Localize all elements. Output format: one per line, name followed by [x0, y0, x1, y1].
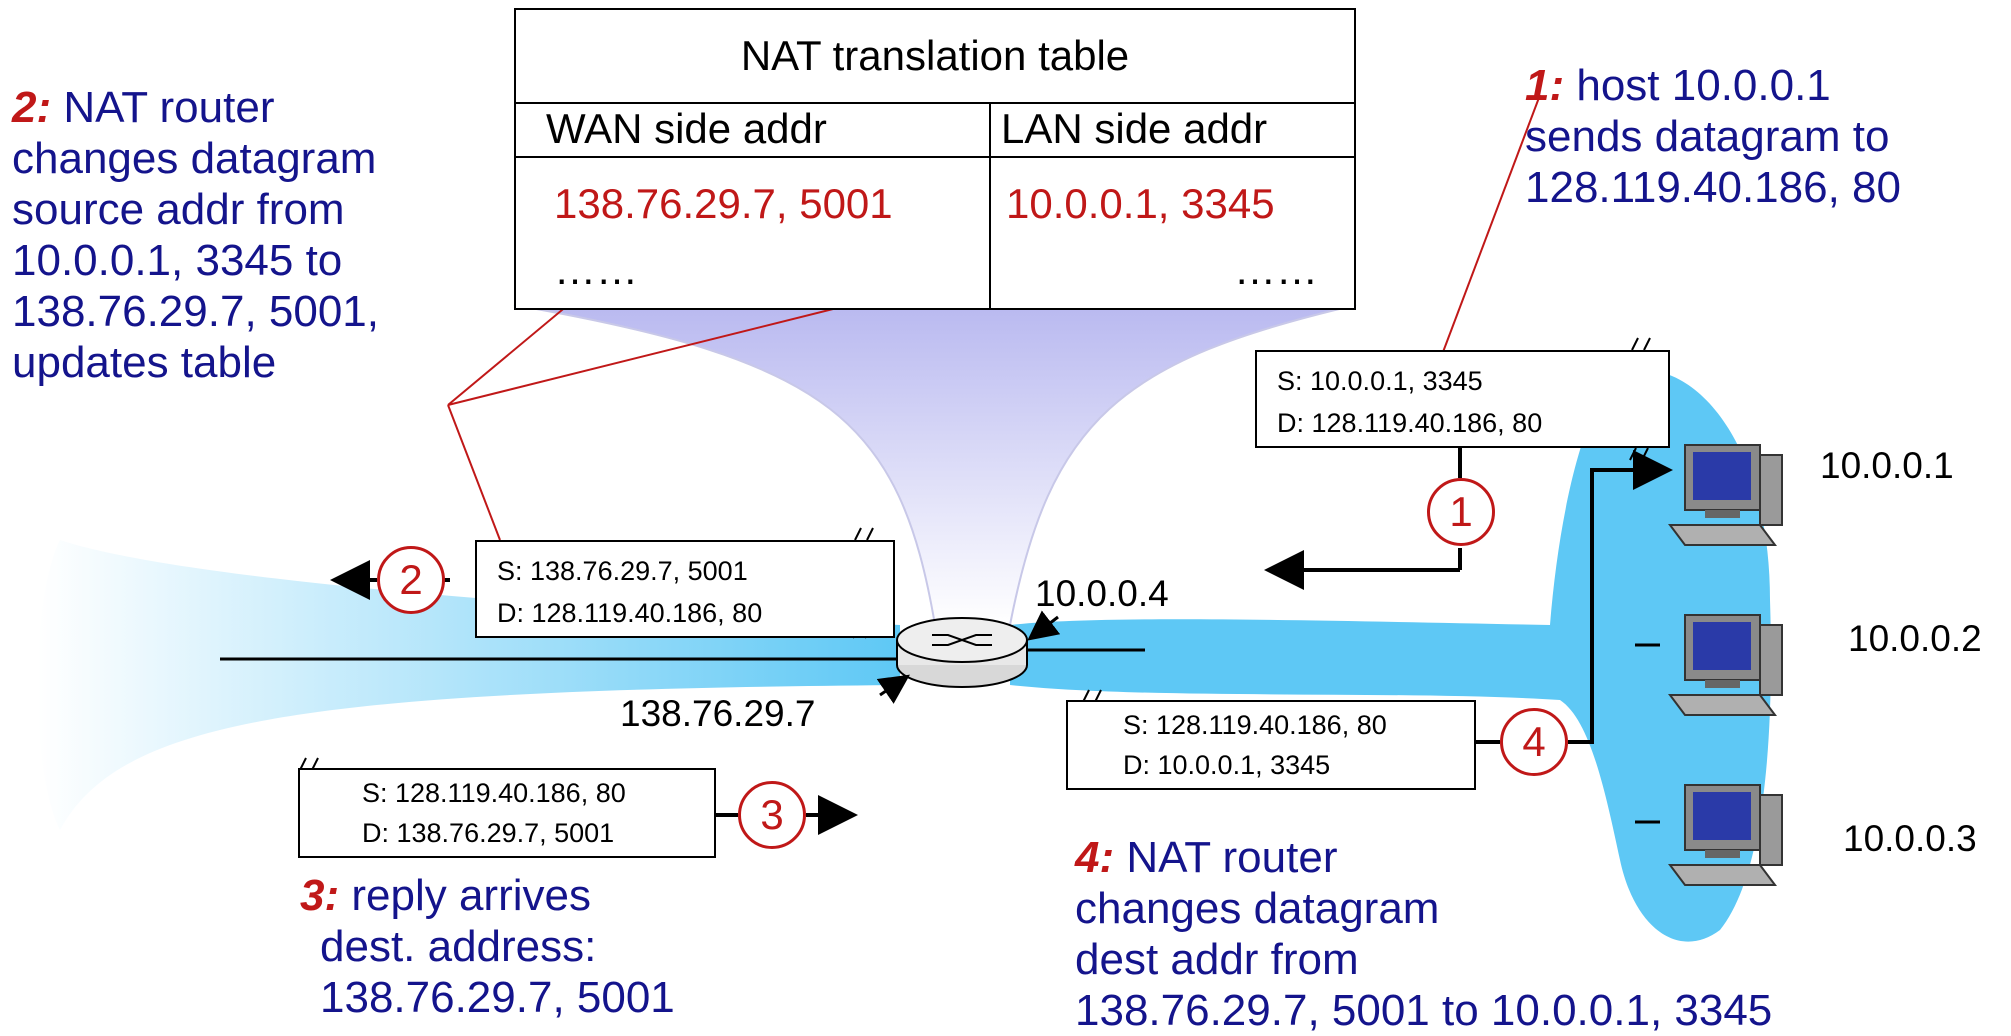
- host2-address: 10.0.0.2: [1848, 618, 1982, 659]
- step4-line: dest addr from: [1075, 935, 1359, 984]
- annotation-step2: 2: NAT router changes datagram source ad…: [12, 82, 379, 388]
- row1-lan: 10.0.0.1, 3345: [1006, 180, 1275, 227]
- datagram-2-source: S: 138.76.29.7, 5001: [497, 556, 748, 586]
- datagram-3-dest: D: 138.76.29.7, 5001: [362, 818, 615, 848]
- datagram-1-dest: D: 128.119.40.186, 80: [1277, 408, 1543, 438]
- step1-line: host 10.0.0.1: [1576, 61, 1831, 110]
- step1-line: sends datagram to: [1525, 112, 1890, 161]
- step4-line: 138.76.29.7, 5001 to 10.0.0.1, 3345: [1075, 986, 1773, 1035]
- step2-line: source addr from: [12, 185, 345, 234]
- step4-number: 4:: [1075, 833, 1115, 882]
- datagram-1: S: 10.0.0.1, 3345 D: 128.119.40.186, 80: [1255, 350, 1670, 448]
- step2-line: NAT router: [63, 83, 275, 132]
- computer-icon-host1: [1668, 444, 1783, 546]
- col-header-wan: WAN side addr: [546, 105, 827, 152]
- step3-number: 3:: [300, 871, 340, 920]
- table-title: NAT translation table: [740, 32, 1130, 79]
- router-lan-address: 10.0.0.4: [1035, 573, 1169, 614]
- row2-wan: ……: [554, 246, 638, 293]
- step3-line: reply arrives: [351, 871, 591, 920]
- router-wan-address: 138.76.29.7: [620, 693, 816, 734]
- step2-line: 10.0.0.1, 3345 to: [12, 236, 343, 285]
- col-header-lan: LAN side addr: [1001, 105, 1268, 152]
- nat-translation-table: NAT translation table WAN side addr LAN …: [514, 8, 1356, 310]
- datagram-3-source: S: 128.119.40.186, 80: [362, 778, 626, 808]
- step-marker-1: 1: [1427, 478, 1495, 546]
- step-marker-3: 3: [738, 781, 806, 849]
- lan-region: [1010, 369, 1771, 942]
- datagram-2-dest: D: 128.119.40.186, 80: [497, 598, 763, 628]
- step3-line: dest. address:: [320, 922, 597, 971]
- step4-line: NAT router: [1126, 833, 1338, 882]
- datagram-4-source: S: 128.119.40.186, 80: [1123, 710, 1387, 740]
- datagram-2: S: 138.76.29.7, 5001 D: 128.119.40.186, …: [475, 540, 895, 638]
- datagram-4-dest: D: 10.0.0.1, 3345: [1123, 750, 1331, 780]
- annotation-step1: 1: host 10.0.0.1 sends datagram to 128.1…: [1525, 60, 1901, 213]
- host3-address: 10.0.0.3: [1843, 818, 1977, 859]
- step1-line: 128.119.40.186, 80: [1525, 163, 1901, 212]
- host1-address: 10.0.0.1: [1820, 445, 1954, 486]
- step-marker-2: 2: [377, 546, 445, 614]
- computer-icon-host2: [1668, 614, 1783, 716]
- step2-line: 138.76.29.7, 5001,: [12, 287, 379, 336]
- step2-line: updates table: [12, 338, 277, 387]
- datagram-3: S: 128.119.40.186, 80 D: 138.76.29.7, 50…: [298, 768, 716, 858]
- datagram-4: S: 128.119.40.186, 80 D: 10.0.0.1, 3345: [1066, 700, 1476, 790]
- nat-router-icon: [896, 617, 1028, 688]
- wan-region: [37, 540, 900, 830]
- step-marker-4: 4: [1500, 708, 1568, 776]
- row1-wan: 138.76.29.7, 5001: [554, 180, 893, 227]
- datagram-1-source: S: 10.0.0.1, 3345: [1277, 366, 1483, 396]
- computer-icon-host3: [1668, 784, 1783, 886]
- step4-line: changes datagram: [1075, 884, 1440, 933]
- step2-number: 2:: [12, 83, 52, 132]
- step3-line: 138.76.29.7, 5001: [320, 973, 675, 1022]
- step2-line: changes datagram: [12, 134, 377, 183]
- step1-number: 1:: [1525, 61, 1565, 110]
- annotation-step3: 3: reply arrives dest. address: 138.76.2…: [300, 870, 675, 1023]
- row2-lan: ……: [1234, 246, 1318, 293]
